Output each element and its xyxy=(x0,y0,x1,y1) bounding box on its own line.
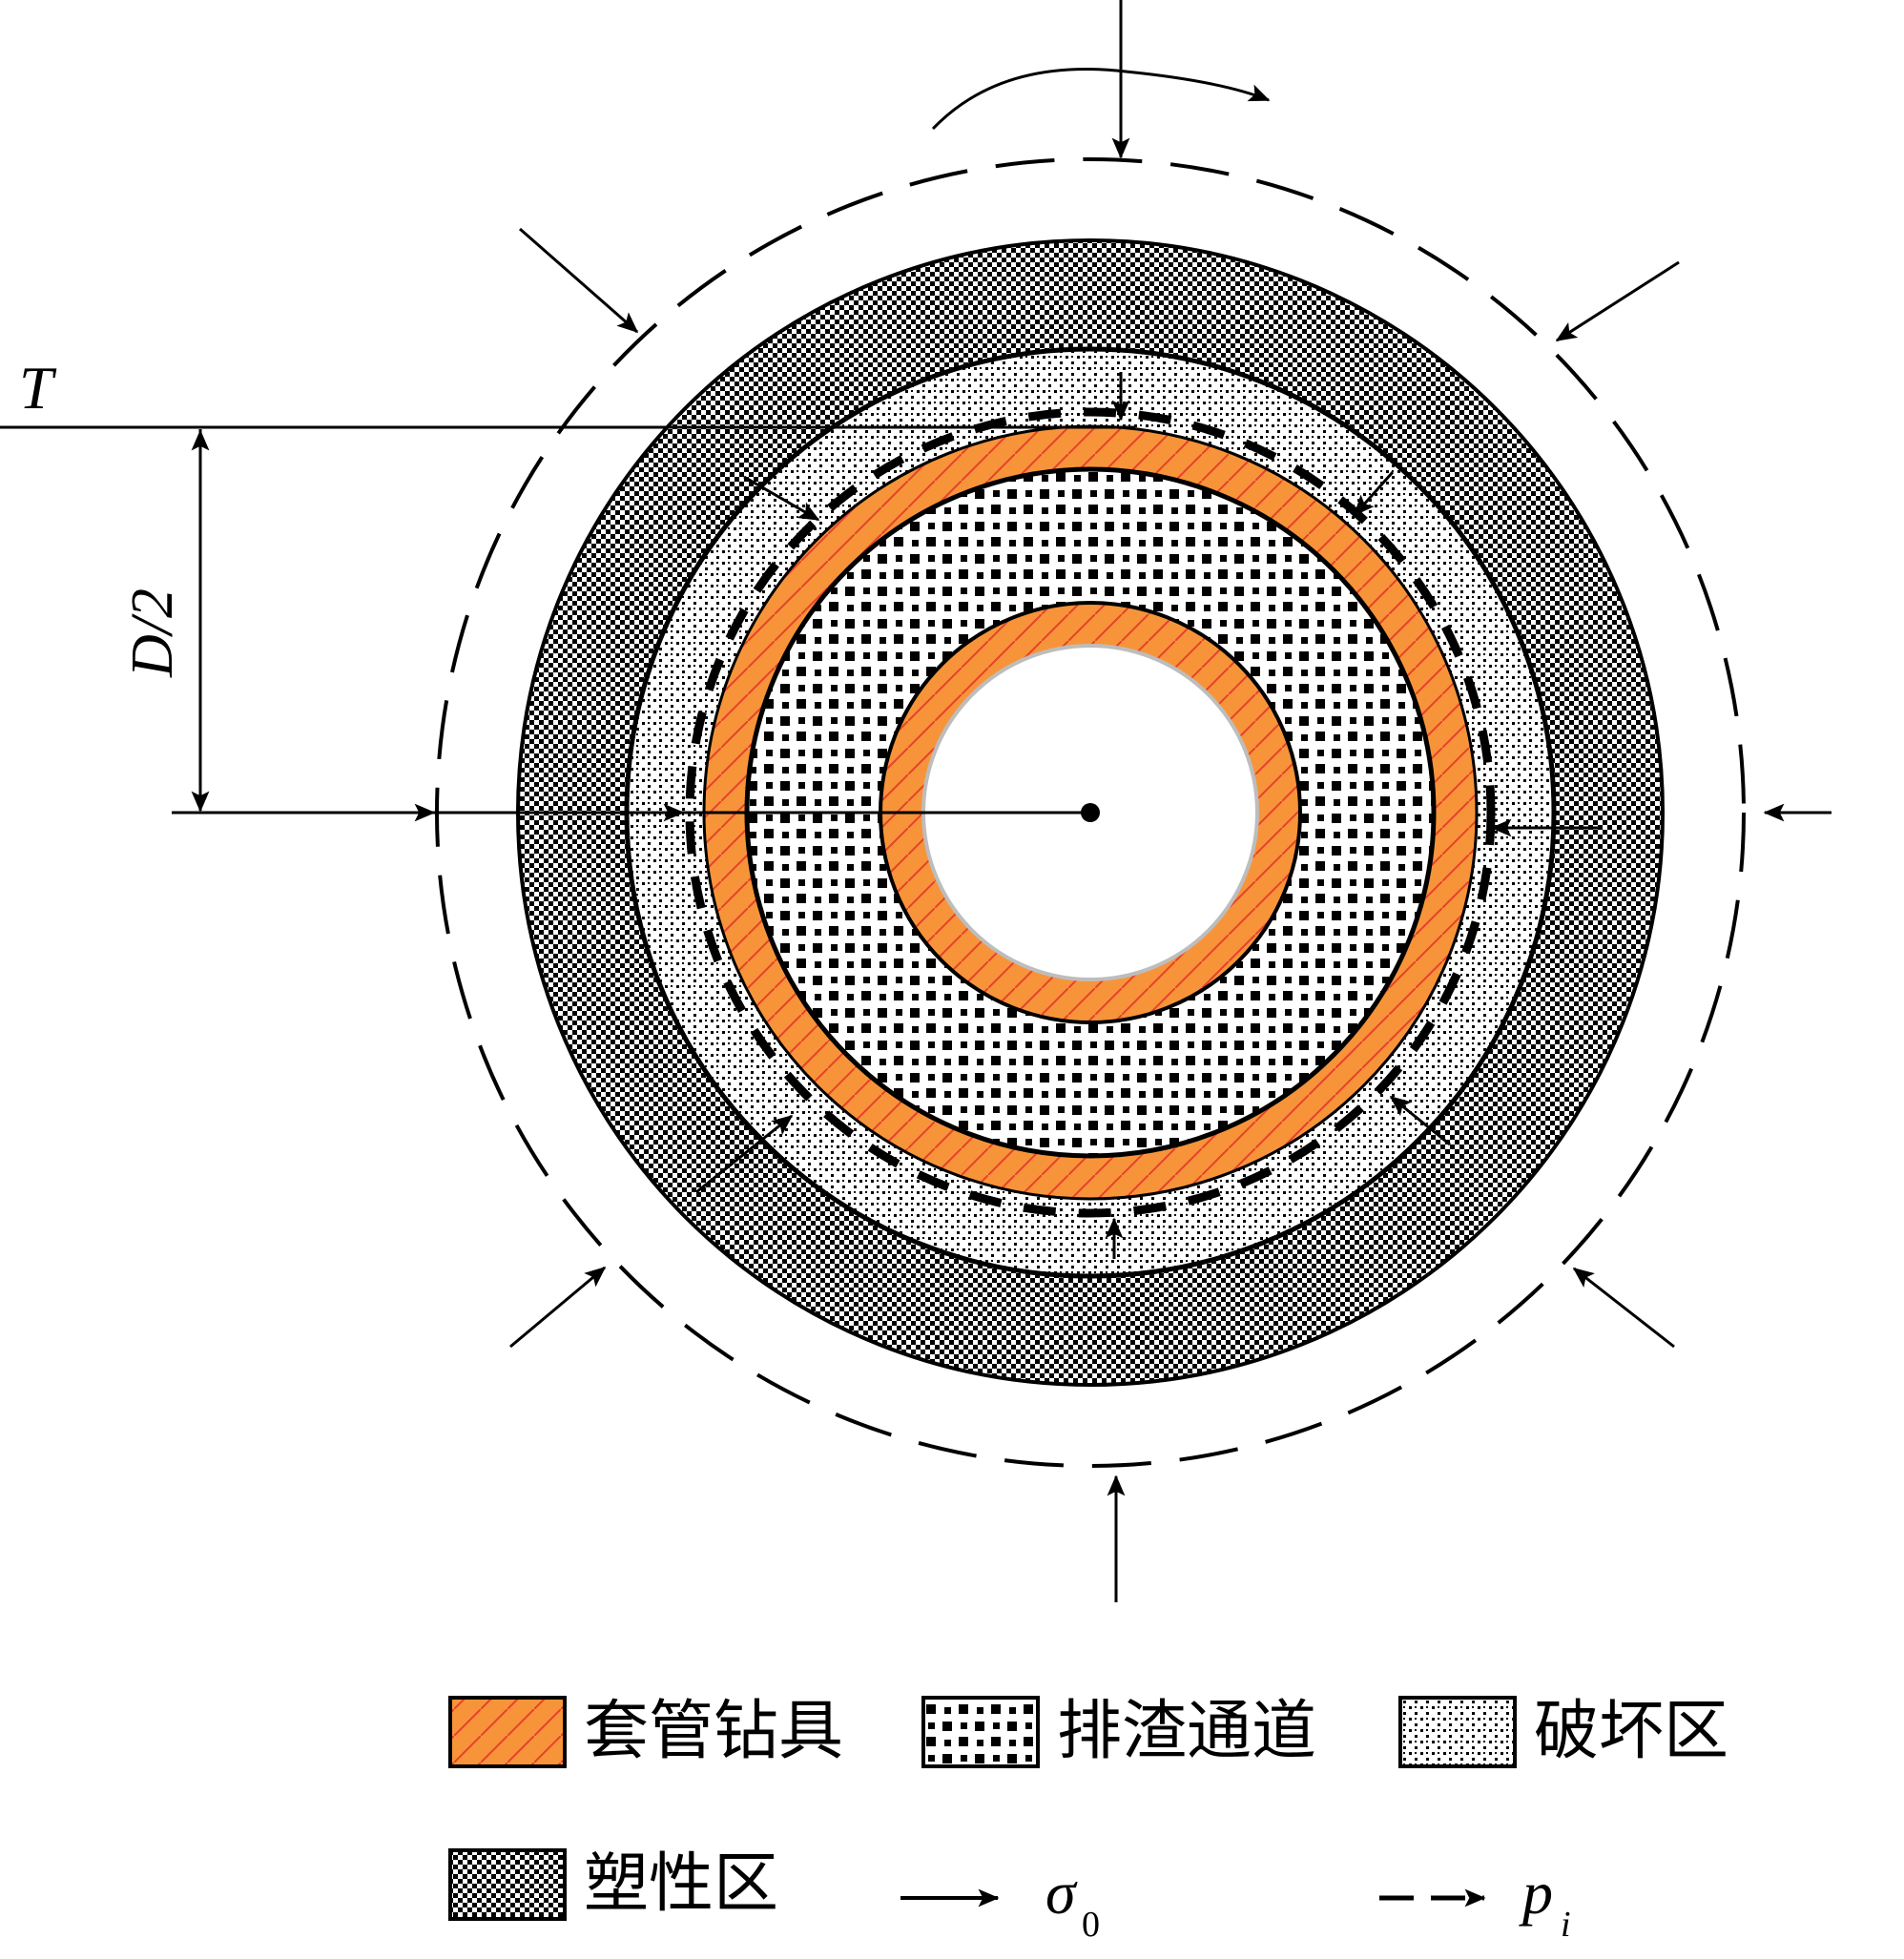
legend-label-casing-drill: 套管钻具 xyxy=(584,1694,843,1769)
pi-dashed-boundary xyxy=(685,407,1496,1218)
legend-label-p-subscript: i xyxy=(1561,1905,1571,1945)
pi-arrows xyxy=(695,372,1603,1259)
torque-label: T xyxy=(19,354,57,422)
half-diameter-label: D/2 xyxy=(120,588,185,678)
legend-item-sigma: σ 0 xyxy=(900,1859,1100,1945)
legend-label-sigma: σ xyxy=(1045,1859,1078,1927)
legend-item-plastic-zone: 塑性区 xyxy=(448,1846,778,1922)
legend-label-plastic-zone: 塑性区 xyxy=(584,1846,778,1922)
legend: 套管钻具 排渣通道 破坏区 塑性区 σ 0 p i xyxy=(448,1694,1728,1945)
dimension-lines xyxy=(0,425,1135,822)
legend-label-p: p xyxy=(1519,1859,1553,1927)
sigma-arrows xyxy=(509,0,1832,1602)
legend-label-damage-zone: 破坏区 xyxy=(1534,1694,1728,1769)
legend-item-slag-channel: 排渣通道 xyxy=(921,1694,1316,1769)
legend-item-pi: p i xyxy=(1379,1859,1571,1945)
torque-arrow xyxy=(931,68,1271,131)
legend-item-damage-zone: 破坏区 xyxy=(1398,1694,1728,1769)
legend-label-slag-channel: 排渣通道 xyxy=(1057,1694,1316,1769)
legend-item-casing-drill: 套管钻具 xyxy=(448,1694,843,1769)
legend-label-sigma-subscript: 0 xyxy=(1082,1905,1100,1945)
